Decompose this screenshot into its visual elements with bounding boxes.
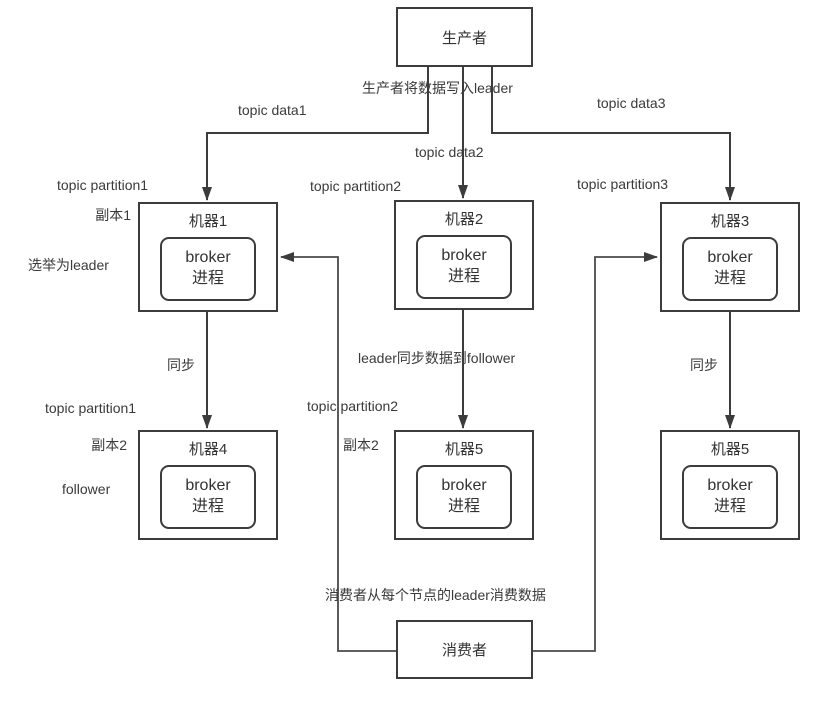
label-sync-right: 同步 (690, 357, 718, 373)
broker-label: broker (441, 247, 487, 265)
machine1-title: 机器1 (188, 213, 228, 230)
label-replica2-left: 副本2 (91, 437, 127, 453)
producer-label: 生产者 (441, 29, 487, 47)
label-replica2-mid: 副本2 (343, 437, 379, 453)
label-topic-data2: topic data2 (415, 144, 484, 160)
machine3-title: 机器3 (710, 213, 750, 230)
machine4-broker-process: broker 进程 (160, 465, 256, 529)
machine5-mid-broker-process: broker 进程 (416, 465, 512, 529)
arrow-consumer-to-machine3 (532, 252, 658, 652)
arrow-producer-to-machine3 (491, 67, 735, 201)
label-leader-sync-follower: leader同步数据到follower (358, 350, 516, 366)
label-topic-partition1-top: topic partition1 (57, 177, 149, 193)
label-topic-data3: topic data3 (597, 95, 666, 111)
broker-label: broker (707, 477, 753, 495)
arrow-producer-to-machine1 (202, 67, 429, 201)
machine2-broker-process: broker 进程 (416, 235, 512, 299)
machine5-right-title: 机器5 (710, 441, 750, 458)
process-label: 进程 (191, 498, 224, 515)
process-label: 进程 (191, 270, 224, 287)
machine2-node: 机器2 broker 进程 (394, 200, 534, 310)
consumer-node: 消费者 (396, 620, 533, 679)
label-topic-data1: topic data1 (238, 102, 307, 118)
label-elected-leader: 选举为leader (28, 257, 109, 273)
machine4-node: 机器4 broker 进程 (138, 430, 278, 540)
label-replica1: 副本1 (95, 207, 131, 223)
label-topic-partition1-bottom: topic partition1 (45, 400, 137, 416)
machine2-title: 机器2 (444, 211, 484, 228)
machine3-node: 机器3 broker 进程 (660, 202, 800, 312)
machine1-broker-process: broker 进程 (160, 237, 256, 301)
machine5-mid-node: 机器5 broker 进程 (394, 430, 534, 540)
broker-label: broker (441, 477, 487, 495)
arrow-consumer-to-machine1 (280, 252, 397, 652)
broker-label: broker (707, 249, 753, 267)
process-label: 进程 (713, 498, 746, 515)
label-producer-write: 生产者将数据写入leader (362, 80, 513, 96)
producer-node: 生产者 (396, 7, 533, 67)
broker-label: broker (185, 249, 231, 267)
process-label: 进程 (447, 498, 480, 515)
machine5-mid-title: 机器5 (444, 441, 484, 458)
label-sync-left: 同步 (167, 357, 195, 373)
process-label: 进程 (447, 268, 480, 285)
label-follower: follower (62, 481, 111, 497)
machine5-right-broker-process: broker 进程 (682, 465, 778, 529)
label-topic-partition3-top: topic partition3 (577, 176, 669, 192)
machine4-title: 机器4 (188, 441, 228, 458)
label-topic-partition2-bottom: topic partition2 (307, 398, 399, 414)
machine1-node: 机器1 broker 进程 (138, 202, 278, 312)
process-label: 进程 (713, 270, 746, 287)
label-consumer-read: 消费者从每个节点的leader消费数据 (325, 587, 546, 603)
machine3-broker-process: broker 进程 (682, 237, 778, 301)
machine5-right-node: 机器5 broker 进程 (660, 430, 800, 540)
label-topic-partition2-top: topic partition2 (310, 178, 402, 194)
broker-label: broker (185, 477, 231, 495)
consumer-label: 消费者 (441, 642, 487, 659)
